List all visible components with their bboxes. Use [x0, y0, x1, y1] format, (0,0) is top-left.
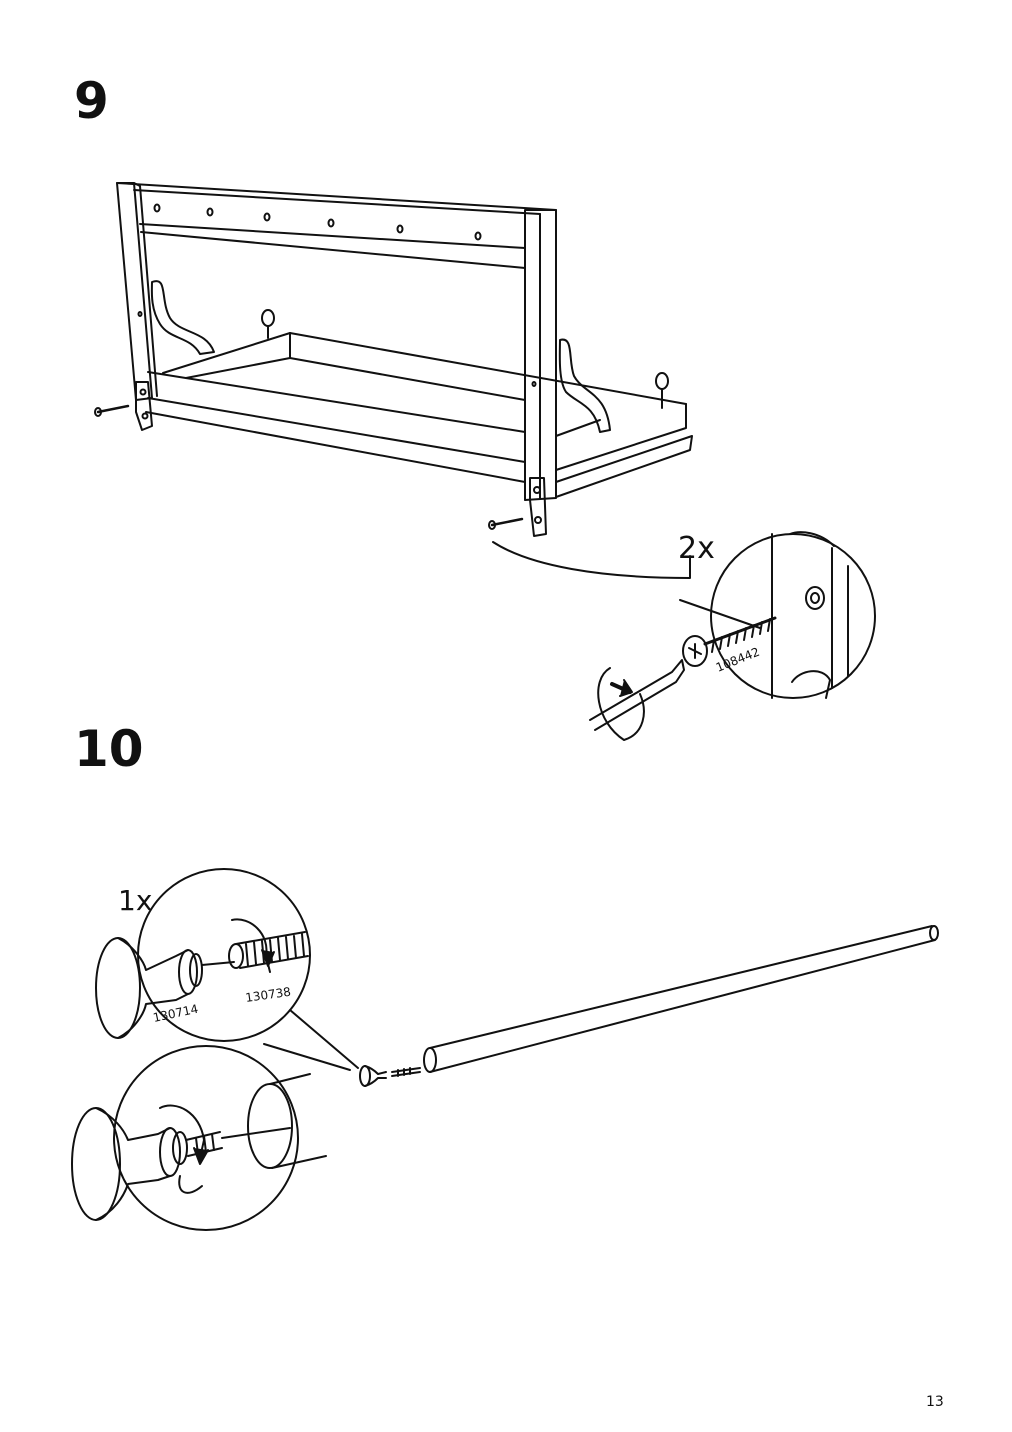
screw-part-number: 108442: [714, 645, 762, 675]
step-10-quantity-label: 1x: [118, 884, 152, 917]
page-number: 13: [926, 1394, 944, 1410]
rod-and-knob-illustration: [359, 925, 939, 1087]
step-9-number: 9: [74, 72, 109, 130]
step-10-number: 10: [74, 720, 144, 778]
step-9-quantity-label: 2x: [678, 531, 715, 566]
knob-part-number: 130714: [152, 1002, 200, 1025]
step-9-detail-circle: [589, 531, 876, 741]
bench-frame-illustration: [94, 182, 761, 629]
step-10-detail-circle-bottom: [71, 1045, 327, 1231]
step-10-detail-circle-top: [95, 868, 311, 1042]
bolt-part-number: 130738: [244, 985, 291, 1005]
